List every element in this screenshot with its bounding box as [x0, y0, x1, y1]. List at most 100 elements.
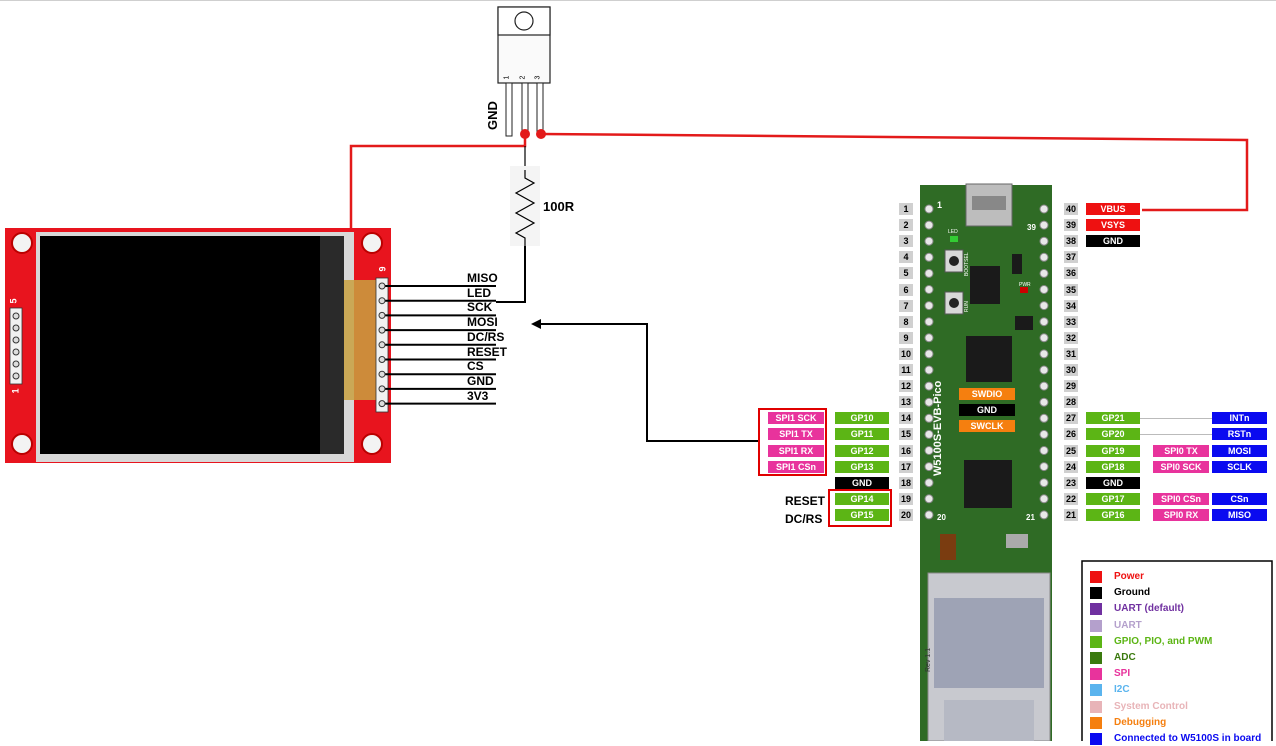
board-pad	[1039, 365, 1049, 375]
right-pin-23-label-0: GND	[1086, 476, 1140, 489]
tft-display	[5, 228, 391, 463]
legend-swatch	[1090, 571, 1102, 583]
voltage-regulator	[497, 6, 551, 137]
tft-header-top-label: 9	[377, 266, 388, 272]
pin-number-7: 7	[899, 299, 913, 312]
board-pad	[1039, 494, 1049, 504]
dcrs-side-label: DC/RS	[785, 512, 823, 526]
rp2040-chip	[966, 336, 1012, 382]
board-pad	[1039, 381, 1049, 391]
pin-number-31: 31	[1064, 347, 1078, 360]
right-pin-25-w5100s-label: MOSI	[1212, 444, 1267, 457]
legend-swatch	[1090, 716, 1102, 729]
pin-number-6: 6	[899, 283, 913, 296]
center-gnd-label: GND	[959, 404, 1015, 416]
pin-number-32: 32	[1064, 331, 1078, 344]
silk-bootsel: BOOTSEL	[964, 252, 970, 276]
tft-pin-label-gnd: GND	[467, 373, 494, 388]
left-pin-14-label-1: SPI1 SCK	[768, 412, 824, 425]
pin-number-26: 26	[1064, 428, 1078, 441]
board-pad	[1039, 220, 1049, 230]
board-pad	[924, 510, 934, 520]
w5100s-evb-pico-board: W5100S-EVB-Pico 1 39 20 21 LED BOOTSEL R…	[920, 183, 1052, 741]
pin-number-18: 18	[899, 476, 913, 489]
board-pad	[924, 317, 934, 327]
right-pin-22-label-0: GP17	[1086, 492, 1140, 505]
left-pin-15-label-0: GP11	[835, 428, 889, 441]
crystal	[1006, 534, 1028, 548]
legend-label: Debugging	[1114, 716, 1167, 728]
rj45-opening	[934, 598, 1044, 688]
right-pin-26-label-0: GP20	[1086, 428, 1140, 441]
board-pad	[924, 478, 934, 488]
pin-number-15: 15	[899, 428, 913, 441]
reset-side-label: RESET	[785, 494, 826, 508]
pin-number-25: 25	[1064, 444, 1078, 457]
tft-pin-label-mosi: MOSI	[467, 315, 498, 330]
board-pad	[924, 381, 934, 391]
board-pad	[1039, 462, 1049, 472]
pwr-led	[1020, 287, 1028, 293]
tft-pin-label-led: LED	[467, 285, 491, 300]
tft-header-pin	[378, 297, 386, 305]
left-pin-17-label-0: GP13	[835, 460, 889, 473]
pin-number-40: 40	[1064, 203, 1078, 215]
w5100s-chip	[964, 460, 1012, 508]
board-pad	[1039, 478, 1049, 488]
board-pad	[924, 220, 934, 230]
board-pad	[1039, 236, 1049, 246]
flash-chip	[970, 266, 1000, 304]
connector-line	[1140, 418, 1212, 420]
tft-pin-label-dc-rs: DC/RS	[467, 329, 505, 344]
right-pin-22-w5100s-label: CSn	[1212, 492, 1267, 505]
legend-label: Connected to W5100S in board	[1114, 733, 1262, 744]
pin-number-24: 24	[1064, 460, 1078, 473]
legend-swatch	[1090, 603, 1102, 616]
bootsel-cap	[949, 256, 959, 266]
board-pad	[924, 413, 934, 423]
pin-number-34: 34	[1064, 299, 1078, 312]
pin-number-30: 30	[1064, 364, 1078, 376]
pin-number-1: 1	[899, 203, 913, 215]
pin-number-35: 35	[1064, 283, 1078, 296]
tft-pin-label-3v3: 3V3	[467, 388, 489, 403]
silk-pin-39: 39	[1027, 223, 1036, 232]
tft-sd-pin	[12, 360, 20, 368]
usb-port	[972, 196, 1006, 210]
pin-number-33: 33	[1064, 315, 1078, 328]
legend-label: SPI	[1114, 668, 1131, 680]
tft-pin-label-sck: SCK	[467, 300, 493, 315]
left-pin-20-label-0: GP15	[835, 508, 889, 521]
left-pin-18-label-0: GND	[835, 476, 889, 489]
pin-number-37: 37	[1064, 251, 1078, 264]
resistor-label: 100R	[543, 199, 575, 214]
tft-header-pin	[378, 311, 386, 319]
board-pad	[924, 236, 934, 246]
board-pad	[924, 301, 934, 311]
legend-swatch	[1090, 635, 1102, 648]
left-pin-16-label-1: SPI1 RX	[768, 444, 824, 457]
silk-led: LED	[948, 229, 958, 235]
wire-led	[496, 246, 526, 303]
board-pad	[1039, 397, 1049, 407]
legend-swatch	[1090, 652, 1102, 664]
pin-number-14: 14	[899, 412, 913, 425]
tft-pin-label-reset: RESET	[467, 344, 508, 359]
board-pad	[924, 349, 934, 359]
regulator-lead-1	[505, 82, 513, 137]
right-pin-38-label-0: GND	[1086, 235, 1140, 248]
pin-number-29: 29	[1064, 380, 1078, 393]
board-pad	[924, 252, 934, 262]
pin-number-5: 5	[899, 267, 913, 280]
right-pin-40-label-0: VBUS	[1086, 203, 1140, 215]
tft-pin-label-miso: MISO	[467, 271, 498, 285]
legend-swatch	[1090, 619, 1102, 632]
pin-number-22: 22	[1064, 492, 1078, 505]
right-pin-39-label-0: VSYS	[1086, 219, 1140, 232]
tft-mount-hole-tr	[361, 232, 383, 254]
pin-number-3: 3	[899, 235, 913, 248]
right-pin-25-label-1: SPI0 TX	[1153, 444, 1209, 457]
pin-number-27: 27	[1064, 412, 1078, 425]
right-pin-24-label-0: GP18	[1086, 460, 1140, 473]
